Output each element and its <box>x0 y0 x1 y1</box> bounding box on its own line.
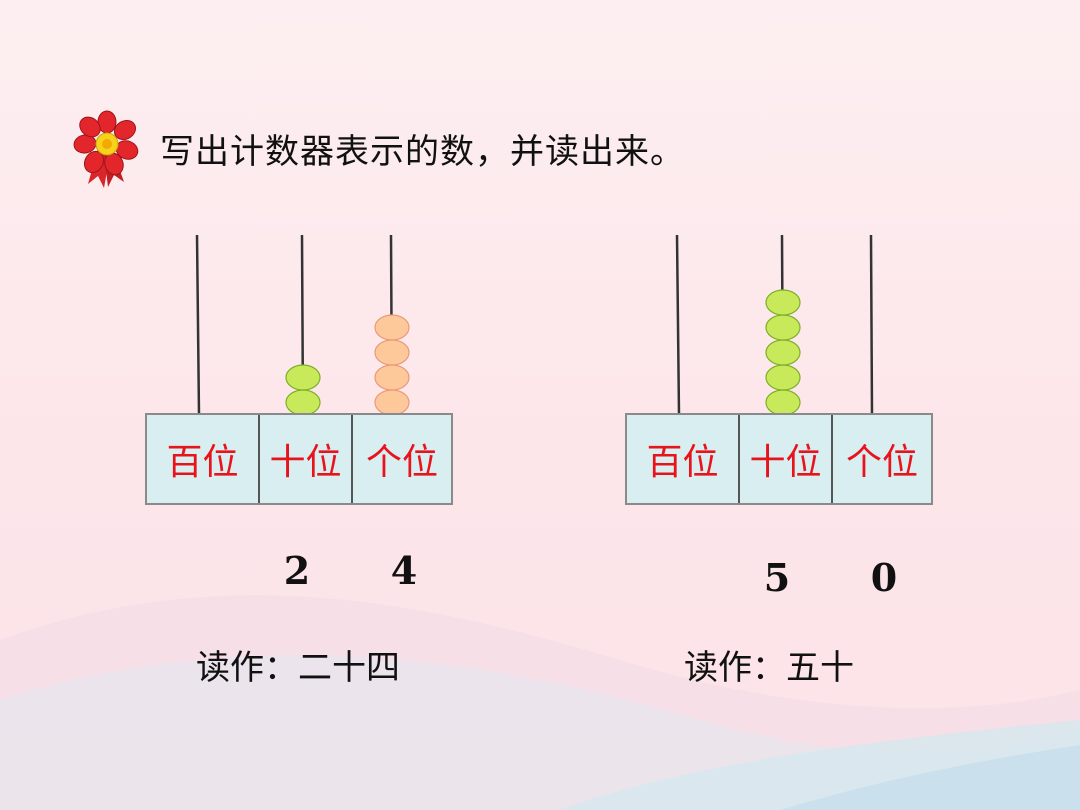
place-label-tens: 十位 <box>738 415 831 503</box>
abacus-rod <box>675 235 681 416</box>
digit-tens-left: 2 <box>283 548 311 593</box>
digit-ones-right: 0 <box>870 555 898 600</box>
reading-value: 五十 <box>786 648 854 688</box>
digit-ones-left: 4 <box>390 548 418 593</box>
abacus-bead <box>285 364 321 391</box>
reading-left: 读作：二十四 <box>196 640 400 689</box>
abacus-rods-left <box>195 235 410 416</box>
abacus-rods-right <box>675 235 874 416</box>
abacus-bead <box>765 314 801 341</box>
abacus-bead <box>374 339 410 366</box>
reading-value: 二十四 <box>298 648 400 688</box>
abacus-right: 百位 十位 个位 <box>625 235 945 535</box>
place-value-frame: 百位 十位 个位 <box>145 413 453 505</box>
abacus-bead <box>374 314 410 341</box>
digit-tens-right: 5 <box>763 555 791 600</box>
place-label-tens: 十位 <box>258 415 351 503</box>
abacus-bead <box>374 389 410 416</box>
abacus-rod <box>195 235 201 416</box>
abacus-bead <box>765 289 801 316</box>
abacus-left: 百位 十位 个位 <box>145 235 465 535</box>
place-label-hundreds: 百位 <box>646 442 719 483</box>
reading-label: 读作： <box>196 648 298 688</box>
reading-right: 读作：五十 <box>684 640 854 689</box>
place-label-ones: 个位 <box>831 415 931 503</box>
abacus-rod <box>869 235 874 416</box>
abacus-bead <box>765 389 801 416</box>
place-label-hundreds: 百位 <box>166 442 239 483</box>
place-value-frame: 百位 十位 个位 <box>625 413 933 505</box>
reading-label: 读作： <box>684 648 786 688</box>
abacus-bead <box>374 364 410 391</box>
abacus-bead <box>765 364 801 391</box>
flower-rosette-icon <box>73 110 139 188</box>
page-title: 写出计数器表示的数，并读出来。 <box>160 132 685 172</box>
abacus-bead <box>285 389 321 416</box>
place-label-ones: 个位 <box>351 415 451 503</box>
abacus-bead <box>765 339 801 366</box>
